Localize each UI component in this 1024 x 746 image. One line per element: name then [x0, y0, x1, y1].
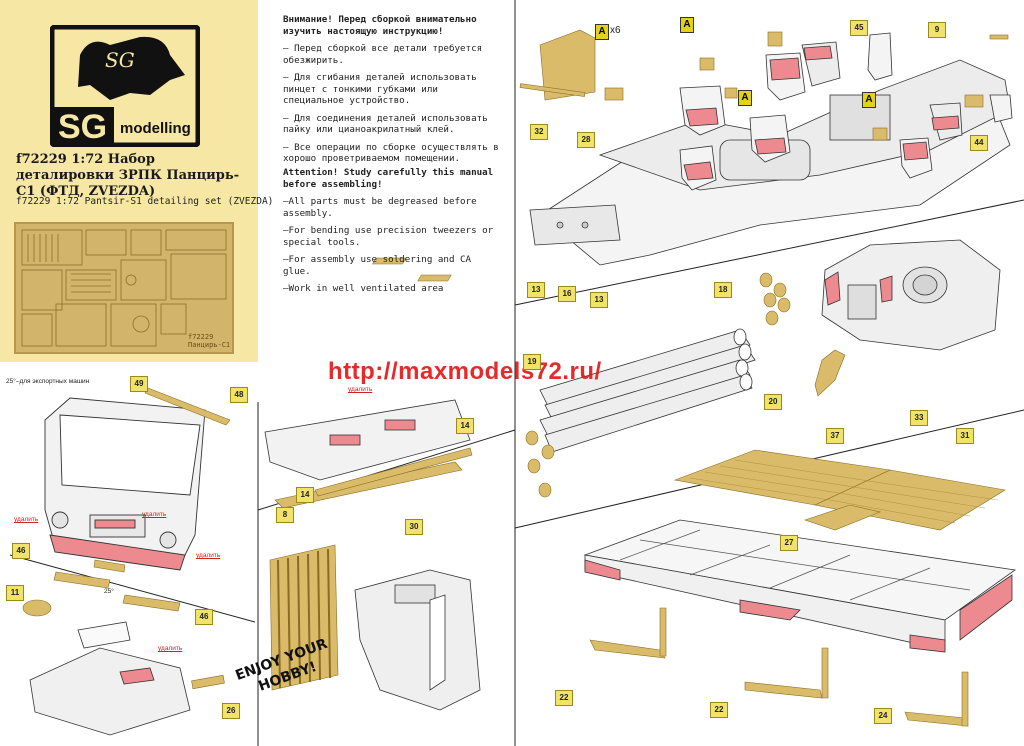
part-number: 8 — [276, 507, 294, 523]
instruction-item: – Перед сборкой все детали требуется обе… — [283, 43, 483, 66]
letter-a-label: A — [595, 24, 609, 40]
cab-drawing — [44, 397, 206, 571]
bumper-gold-strips — [274, 447, 473, 509]
part-number: 31 — [956, 428, 974, 444]
fret-code: f72229 Панцирь-С1 — [188, 333, 230, 349]
remove-label: удалить — [158, 645, 183, 652]
svg-text:SG: SG — [105, 48, 135, 72]
fret-parts — [21, 229, 227, 347]
photo-etch-fret — [14, 222, 234, 354]
part-number: 20 — [764, 394, 782, 410]
title-en: f72229 1:72 Pantsir-S1 detailing set (ZV… — [16, 196, 274, 207]
gun-tubes — [539, 328, 756, 453]
instruction-item: –For assembly use soldering and CA glue. — [283, 254, 472, 277]
letter-a-label: A — [680, 17, 694, 33]
remove-label: удалить — [196, 552, 221, 559]
part-number: 9 — [928, 22, 946, 38]
part-number: 49 — [130, 376, 148, 392]
part-number: 18 — [714, 282, 732, 298]
instructions-ru-heading: Внимание! Перед сборкой внимательно изуч… — [283, 14, 477, 37]
grille-frame-drawing — [354, 569, 481, 711]
part-number: 16 — [558, 286, 576, 302]
part-number: 33 — [910, 410, 928, 426]
grille-mesh — [673, 449, 1006, 531]
instruction-item: –All parts must be degreased before asse… — [283, 196, 477, 219]
turret-drawing — [821, 239, 1001, 351]
note-export: 25°–для экспортных машин — [6, 378, 90, 385]
hood-drawing — [29, 621, 191, 736]
part-number: 46 — [195, 609, 213, 625]
part-number: 32 — [530, 124, 548, 140]
watermark-url: http://maxmodels72.ru/ — [328, 358, 602, 385]
part-number: 14 — [456, 418, 474, 434]
sg-modelling-logo: SG SG modelling — [50, 25, 200, 147]
remove-label: удалить — [348, 386, 373, 393]
instruction-item: –For bending use precision tweezers or s… — [283, 225, 494, 248]
part-number: 26 — [222, 703, 240, 719]
gold-discs — [525, 272, 846, 498]
instruction-item: – Все операции по сборке осуществлять в … — [283, 141, 499, 165]
divider-line — [514, 199, 1024, 306]
part-number: 11 — [6, 585, 24, 601]
title-ru: f72229 1:72 Набор деталировки ЗРПК Панци… — [16, 152, 240, 199]
part-number: 37 — [826, 428, 844, 444]
seats — [679, 32, 1013, 191]
part-number: 13 — [527, 282, 545, 298]
remove-label: удалить — [142, 511, 167, 518]
part-number: 19 — [523, 354, 541, 370]
fret-code-line: f72229 — [188, 333, 214, 341]
part-number: 46 — [12, 543, 30, 559]
fret-code-line: Панцирь-С1 — [188, 341, 231, 349]
part-number: 22 — [710, 702, 728, 718]
divider-line — [9, 554, 256, 623]
part-number: 44 — [970, 135, 988, 151]
instructions-ru: Внимание! Перед сборкой внимательно изуч… — [283, 14, 503, 165]
instruction-item: –Work in well ventilated area — [283, 283, 444, 294]
instruction-item: – Для соединения деталей использовать па… — [283, 112, 488, 136]
part-number: 30 — [405, 519, 423, 535]
svg-text:modelling: modelling — [120, 120, 191, 137]
remove-label: удалить — [14, 516, 39, 523]
instructions-en-heading: Attention! Study carefully this manual b… — [283, 167, 494, 190]
part-number: 13 — [590, 292, 608, 308]
letter-a-label: A — [862, 92, 876, 108]
mesh-lines — [689, 459, 999, 524]
chassis-drawing — [529, 59, 1011, 266]
floor-panel — [583, 519, 1017, 653]
part-number: 24 — [874, 708, 892, 724]
radiator-grille — [269, 544, 339, 691]
part-number: 48 — [230, 387, 248, 403]
svg-text:SG: SG — [58, 108, 107, 146]
part-number: 22 — [555, 690, 573, 706]
part-number: 28 — [577, 132, 595, 148]
instructions-en: Attention! Study carefully this manual b… — [283, 167, 503, 295]
angle-label: 25° — [104, 588, 114, 595]
gold-parts-top — [372, 29, 1009, 282]
part-number: 14 — [296, 487, 314, 503]
part-number: 27 — [780, 535, 798, 551]
cab-gold-parts — [22, 387, 231, 690]
multiplier-label: x6 — [610, 25, 621, 36]
bumper-drawing — [264, 399, 471, 481]
part-number: 45 — [850, 20, 868, 36]
letter-a-label: A — [738, 90, 752, 106]
gold-brackets — [589, 607, 969, 727]
instruction-item: – Для сгибания деталей использовать пинц… — [283, 72, 477, 106]
